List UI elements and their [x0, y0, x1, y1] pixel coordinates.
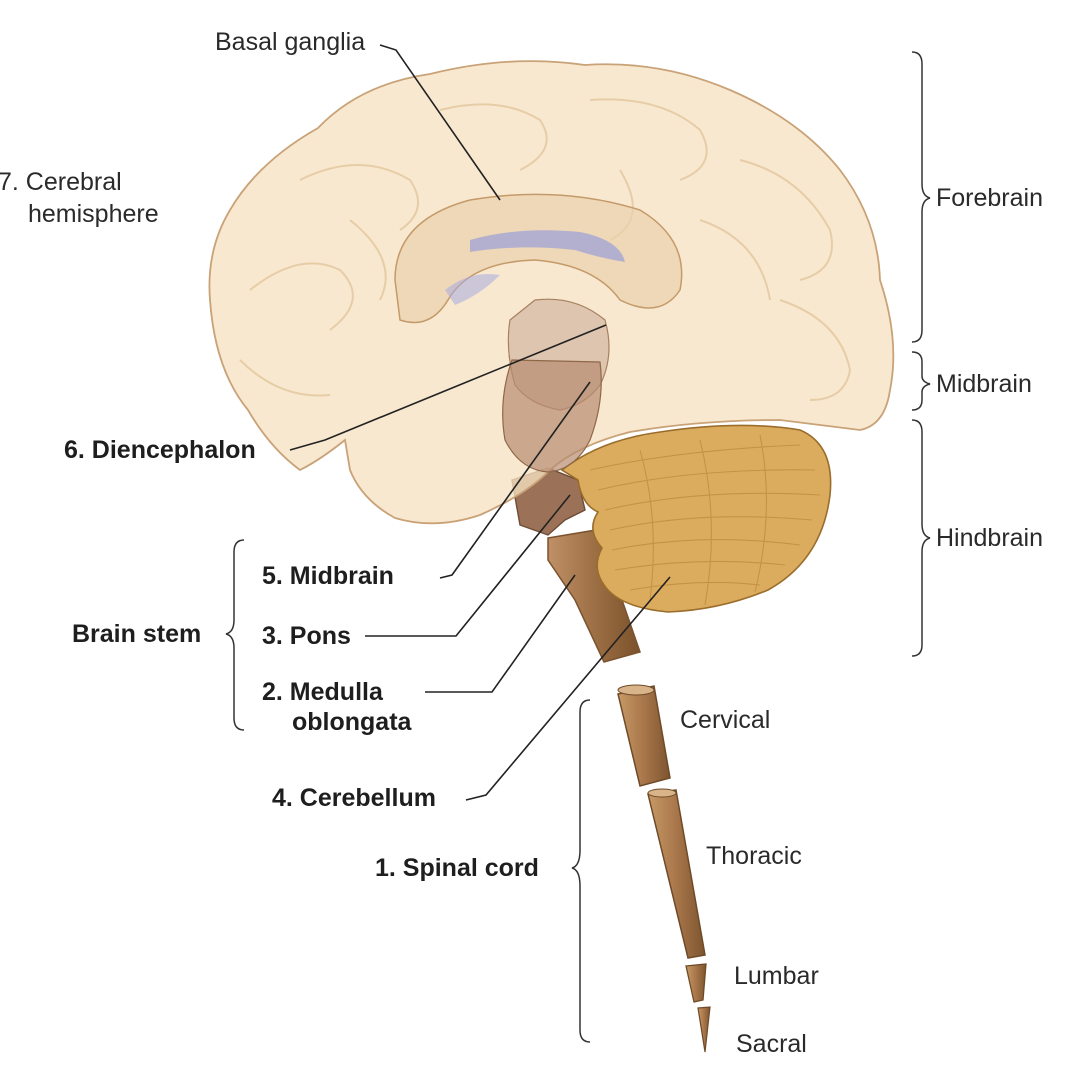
spinal-thoracic — [647, 789, 706, 959]
label-spinal-cord: 1. Spinal cord — [375, 854, 539, 882]
label-diencephalon: 6. Diencephalon — [64, 436, 256, 464]
label-forebrain: Forebrain — [936, 184, 1043, 212]
brain-stem-brace — [225, 539, 245, 731]
label-thoracic: Thoracic — [706, 842, 802, 870]
label-medulla-2: oblongata — [292, 708, 413, 736]
spinal-cord-brace — [571, 699, 591, 1043]
midbrain-brace — [911, 351, 931, 411]
label-cerebral-hemisphere-1: 7. Cerebral — [0, 168, 122, 196]
label-hindbrain: Hindbrain — [936, 524, 1043, 552]
leader-lines — [289, 44, 671, 801]
ventricle-horn — [445, 274, 500, 305]
label-cerebellum: 4. Cerebellum — [272, 784, 436, 812]
label-lumbar: Lumbar — [734, 962, 819, 990]
label-cervical: Cervical — [680, 706, 770, 734]
ventricle-shape — [470, 230, 625, 262]
label-midbrain-division: Midbrain — [936, 370, 1032, 398]
spinal-sacral — [697, 1006, 711, 1053]
midbrain-shape — [502, 359, 602, 473]
label-midbrain-part: 5. Midbrain — [262, 562, 394, 590]
label-medulla-1: 2. Medulla — [262, 678, 384, 706]
forebrain-brace — [911, 51, 931, 343]
spinal-cervical — [617, 685, 671, 787]
label-brain-stem: Brain stem — [72, 620, 201, 648]
cerebellum-folia — [589, 434, 821, 606]
cerebellum-shape — [560, 424, 832, 613]
label-pons: 3. Pons — [262, 622, 351, 650]
hindbrain-brace — [911, 419, 931, 657]
label-basal-ganglia: Basal ganglia — [215, 28, 365, 56]
label-cerebral-hemisphere-2: hemisphere — [28, 200, 159, 228]
spinal-lumbar — [685, 963, 707, 1003]
label-sacral: Sacral — [736, 1030, 807, 1058]
